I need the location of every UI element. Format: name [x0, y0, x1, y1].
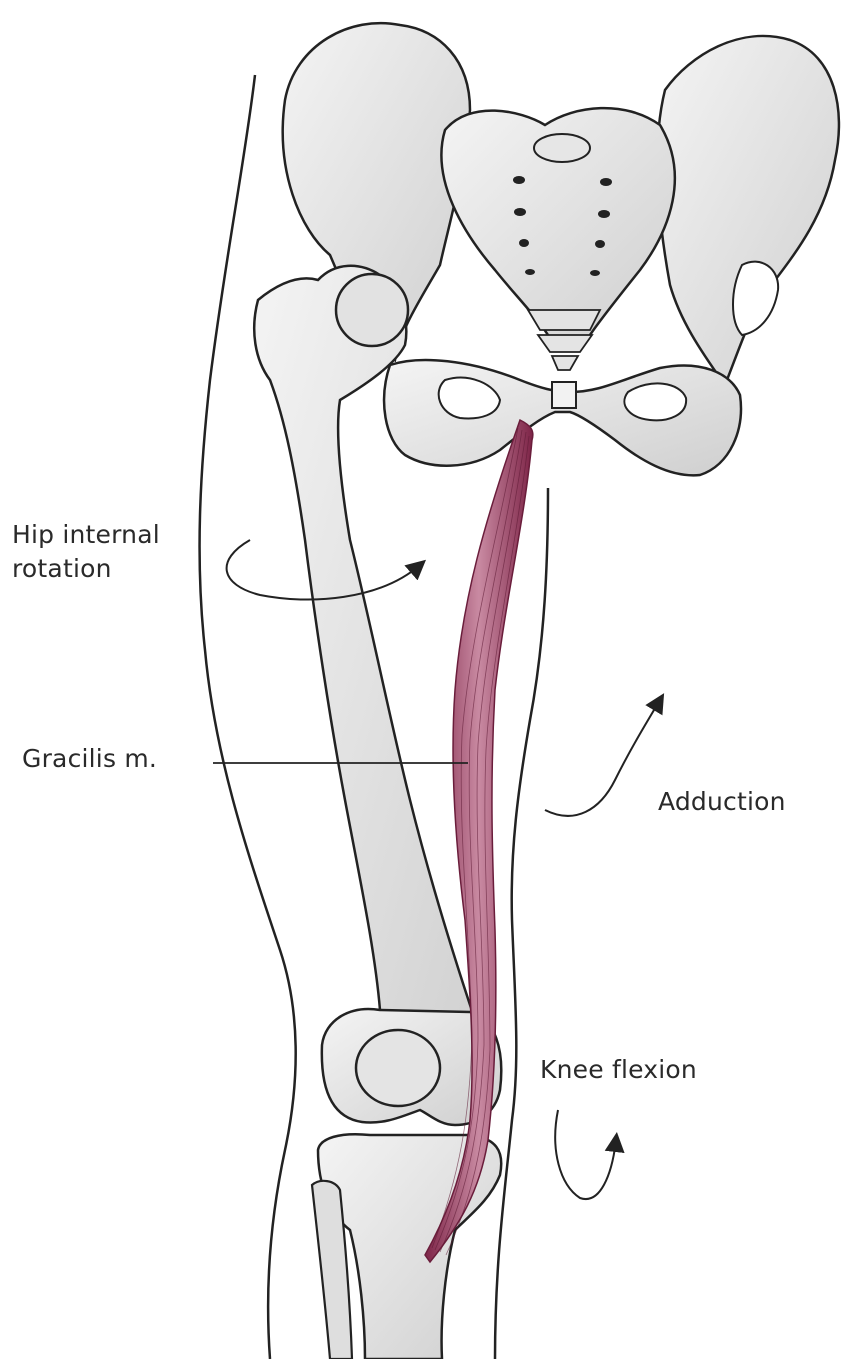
right-iliac-notch: [733, 262, 778, 335]
knee-flexion-label: Knee flexion: [540, 1053, 697, 1087]
hip-internal-rotation-label: Hip internal rotation: [12, 518, 160, 586]
pelvis: [283, 23, 839, 475]
hip-internal-rotation-line2: rotation: [12, 552, 160, 586]
knee-flexion-arrow: [555, 1110, 616, 1199]
right-obturator-foramen: [624, 383, 686, 420]
pubic-ring: [384, 360, 741, 475]
thigh-outline-lateral: [200, 75, 296, 1359]
sacral-promontory: [534, 134, 590, 162]
coccyx: [528, 310, 600, 370]
hip-internal-rotation-line1: Hip internal: [12, 518, 160, 552]
femoral-head: [336, 274, 408, 346]
adduction-arrow: [545, 700, 660, 816]
pubic-symphysis: [552, 382, 576, 408]
gracilis-label: Gracilis m.: [22, 742, 157, 776]
adduction-label: Adduction: [658, 785, 786, 819]
patella: [356, 1030, 440, 1106]
